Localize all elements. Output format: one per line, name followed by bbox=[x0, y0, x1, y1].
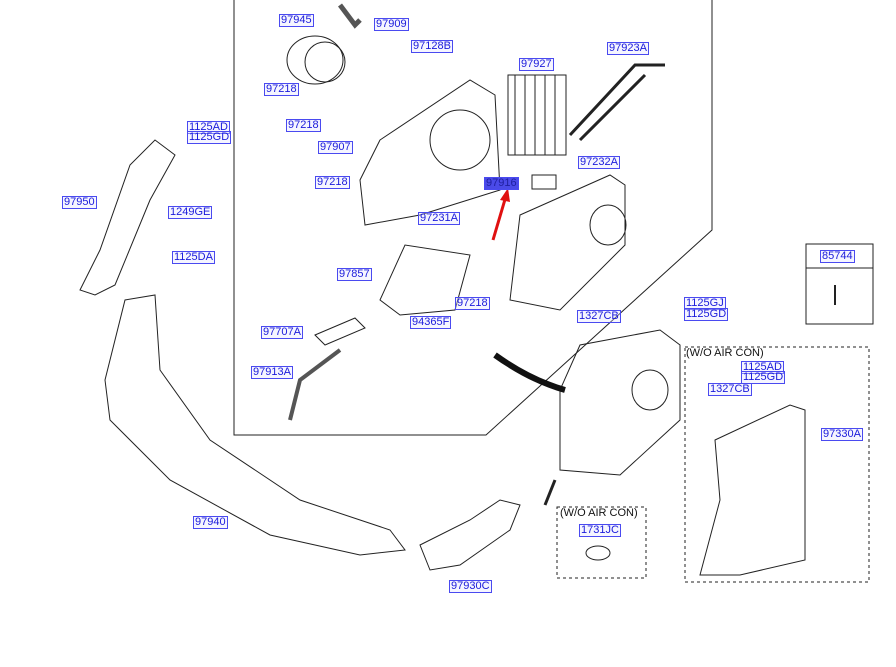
tray-94365F bbox=[379, 244, 471, 316]
label-97927[interactable]: 97927 bbox=[519, 58, 554, 71]
label-1125AD[interactable]: 1125AD bbox=[187, 121, 230, 134]
drain-hose-97913A bbox=[288, 348, 342, 421]
hose-97909 bbox=[338, 3, 362, 29]
label-97950[interactable]: 97950 bbox=[62, 196, 97, 209]
main-assembly-frame bbox=[233, 0, 713, 436]
heater-core bbox=[507, 74, 567, 156]
label-97907[interactable]: 97907 bbox=[318, 141, 353, 154]
label-1125DA[interactable]: 1125DA bbox=[172, 251, 215, 264]
label-97218[interactable]: 97218 bbox=[315, 176, 350, 189]
label-97857[interactable]: 97857 bbox=[337, 268, 372, 281]
label-97330A[interactable]: 97330A bbox=[821, 428, 863, 441]
cover-97330A bbox=[699, 404, 806, 576]
label-1125GD[interactable]: 1125GD bbox=[741, 371, 786, 384]
wo-air-con-box-small bbox=[556, 506, 647, 579]
label-1125GD[interactable]: 1125GD bbox=[684, 308, 729, 321]
label-97218[interactable]: 97218 bbox=[286, 119, 321, 132]
label-97909[interactable]: 97909 bbox=[374, 18, 409, 31]
label-97231A[interactable]: 97231A bbox=[418, 212, 460, 225]
label-1327CB[interactable]: 1327CB bbox=[708, 383, 752, 396]
heater-pipes bbox=[568, 63, 665, 142]
wo-air-con-box-right bbox=[684, 346, 870, 583]
blower-unit bbox=[559, 329, 681, 476]
label-1125AD[interactable]: 1125AD bbox=[741, 361, 784, 374]
drain-seal-97707A bbox=[314, 317, 366, 346]
label-97923A[interactable]: 97923A bbox=[607, 42, 649, 55]
label-85744[interactable]: 85744 bbox=[820, 250, 855, 263]
blower-motor bbox=[286, 35, 344, 85]
label-97218[interactable]: 97218 bbox=[264, 83, 299, 96]
case-97232A bbox=[509, 174, 626, 311]
label-1731JC[interactable]: 1731JC bbox=[579, 524, 621, 537]
actuator-97916 bbox=[531, 174, 557, 190]
label-97945[interactable]: 97945 bbox=[279, 14, 314, 27]
label-1125GD[interactable]: 1125GD bbox=[187, 131, 232, 144]
label-1125GJ[interactable]: 1125GJ bbox=[684, 297, 726, 310]
label-1327CB[interactable]: 1327CB bbox=[577, 310, 621, 323]
label-97707A[interactable]: 97707A bbox=[261, 326, 303, 339]
wo-air-con-note: (W/O AIR CON) bbox=[560, 507, 638, 519]
label-97913A[interactable]: 97913A bbox=[251, 366, 293, 379]
part-85744-box bbox=[805, 243, 874, 325]
label-97128B[interactable]: 97128B bbox=[411, 40, 453, 53]
label-1249GE[interactable]: 1249GE bbox=[168, 206, 213, 219]
wo-air-con-note: (W/O AIR CON) bbox=[686, 347, 764, 359]
label-94365F[interactable]: 94365F bbox=[410, 316, 452, 329]
label-97232A[interactable]: 97232A bbox=[578, 156, 620, 169]
label-97930C[interactable]: 97930C bbox=[449, 580, 492, 593]
label-97218[interactable]: 97218 bbox=[455, 297, 490, 310]
label-97916-highlighted[interactable]: 97916 bbox=[484, 177, 519, 190]
duct-97930C bbox=[419, 499, 521, 571]
duct-97940 bbox=[104, 294, 406, 556]
case-97231A bbox=[359, 79, 501, 226]
duct-97950 bbox=[79, 139, 176, 296]
label-97940[interactable]: 97940 bbox=[193, 516, 228, 529]
red-arrow-icon bbox=[491, 195, 508, 241]
grommet-1731JC bbox=[585, 545, 611, 561]
